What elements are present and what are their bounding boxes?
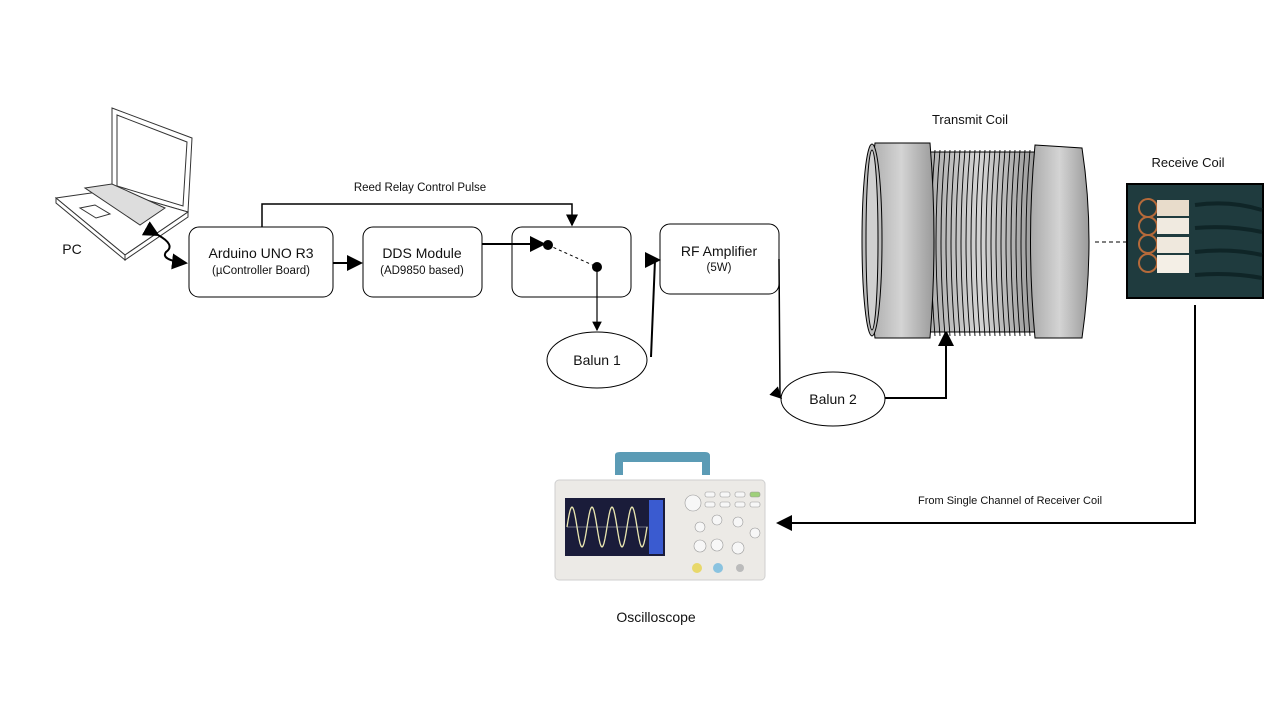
balun1-label: Balun 1 xyxy=(573,352,621,368)
coil-winding xyxy=(1015,149,1021,337)
arduino-title: Arduino UNO R3 xyxy=(208,245,314,261)
oscilloscope-icon xyxy=(554,452,766,581)
balun2-coil-arrow xyxy=(885,330,954,399)
coil-winding xyxy=(970,149,976,337)
receive-coil-label: Receive Coil xyxy=(1151,155,1225,170)
dds-title: DDS Module xyxy=(382,245,462,261)
coil-winding xyxy=(975,149,981,337)
arduino-subtitle: (µController Board) xyxy=(211,265,311,277)
switch-contact-dot xyxy=(543,240,553,250)
balun1-ellipse xyxy=(546,331,648,389)
rf-amplifier-block xyxy=(659,223,780,295)
coil-winding xyxy=(945,149,951,337)
coil-winding xyxy=(980,149,986,337)
coil-winding xyxy=(960,149,966,337)
laptop-icon xyxy=(54,107,193,262)
rfamp-balun2-arrow xyxy=(769,258,783,400)
coil-winding xyxy=(935,149,941,337)
balun1-rfamp-arrow xyxy=(645,252,661,358)
coil-winding xyxy=(1000,149,1006,337)
arduino-block xyxy=(188,226,334,298)
reed-relay-switch-block xyxy=(511,226,632,298)
coil-winding xyxy=(955,149,961,337)
receiver-scope-arrow xyxy=(776,305,1196,531)
reed-relay-arrow xyxy=(261,203,578,227)
switch-contact-dot xyxy=(592,262,602,272)
transmit-coil-label: Transmit Coil xyxy=(931,112,1009,127)
rf-amp-title: RF Amplifier xyxy=(680,243,758,259)
pc-label: PC xyxy=(62,241,82,257)
transmit-coil-icon xyxy=(861,142,1090,339)
dds-subtitle: (AD9850 based) xyxy=(380,265,464,277)
rf-amp-subtitle: (5W) xyxy=(706,262,732,274)
pc-arduino-link xyxy=(141,221,188,270)
coil-winding xyxy=(940,149,946,337)
receive-coil-photo xyxy=(1126,183,1264,299)
balun2-label: Balun 2 xyxy=(809,391,857,407)
oscilloscope-label: Oscilloscope xyxy=(616,609,696,625)
coil-winding xyxy=(1020,149,1026,337)
coil-winding xyxy=(965,149,971,337)
coil-winding xyxy=(1005,149,1011,337)
coil-winding xyxy=(995,149,1001,337)
coil-winding xyxy=(990,149,996,337)
coil-winding xyxy=(1010,149,1016,337)
coil-winding xyxy=(1025,149,1031,337)
dds-block xyxy=(362,226,483,298)
switch-contact xyxy=(547,244,598,268)
reed-relay-label: Reed Relay Control Pulse xyxy=(353,182,487,194)
coil-winding xyxy=(950,149,956,337)
receiver-channel-label: From Single Channel of Receiver Coil xyxy=(917,495,1103,507)
coil-winding xyxy=(985,149,991,337)
